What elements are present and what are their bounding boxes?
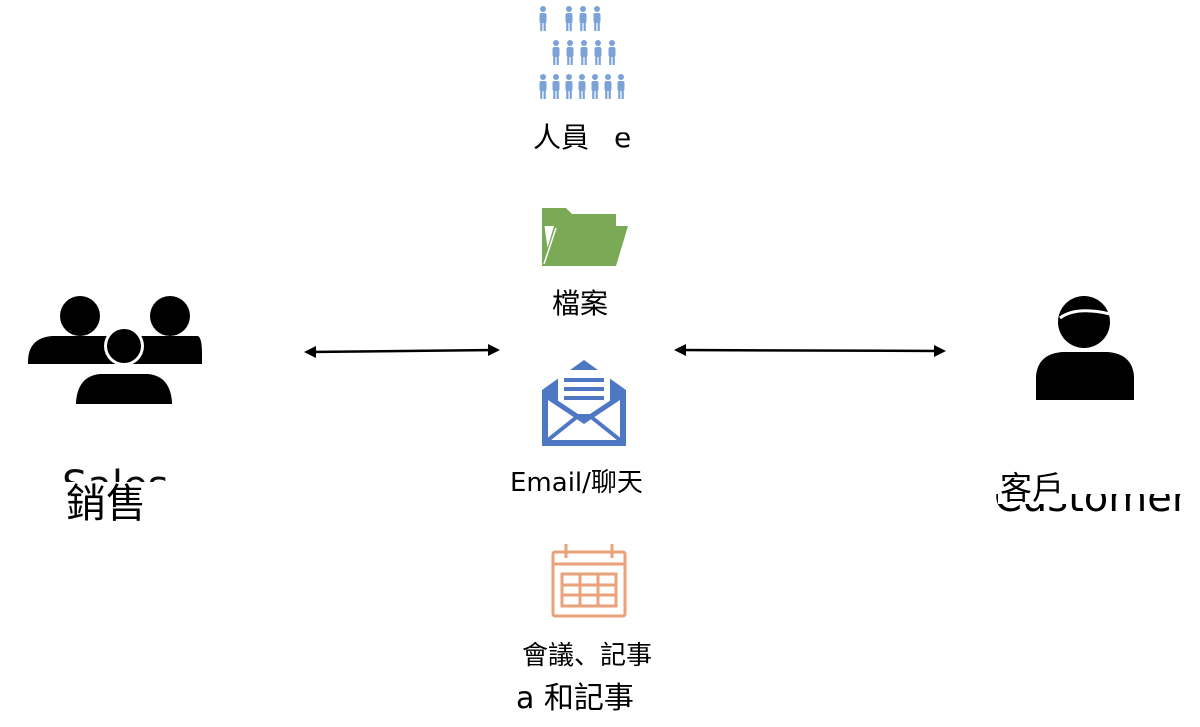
email-envelope-icon	[538, 356, 630, 448]
email-label: Email/聊天	[510, 468, 643, 498]
sales-ghost-label: Sales	[62, 466, 168, 482]
calendar-icon	[550, 542, 628, 620]
folder-icon	[540, 204, 630, 268]
people-ghost-label: e	[614, 121, 632, 154]
customer-icon	[1032, 288, 1142, 402]
meetings-ghost-label: a 和記事	[516, 681, 634, 716]
right-bidirectional-arrow	[670, 340, 950, 362]
people-pyramid-icon	[538, 6, 630, 104]
files-label: 檔案	[552, 287, 609, 320]
people-label: 人員	[533, 121, 590, 154]
sales-label: 銷售	[64, 481, 148, 527]
customer-label: 客戶	[998, 469, 1067, 507]
sales-group-icon	[22, 292, 202, 412]
meetings-label: 會議、記事	[522, 641, 653, 671]
left-bidirectional-arrow	[300, 340, 504, 362]
